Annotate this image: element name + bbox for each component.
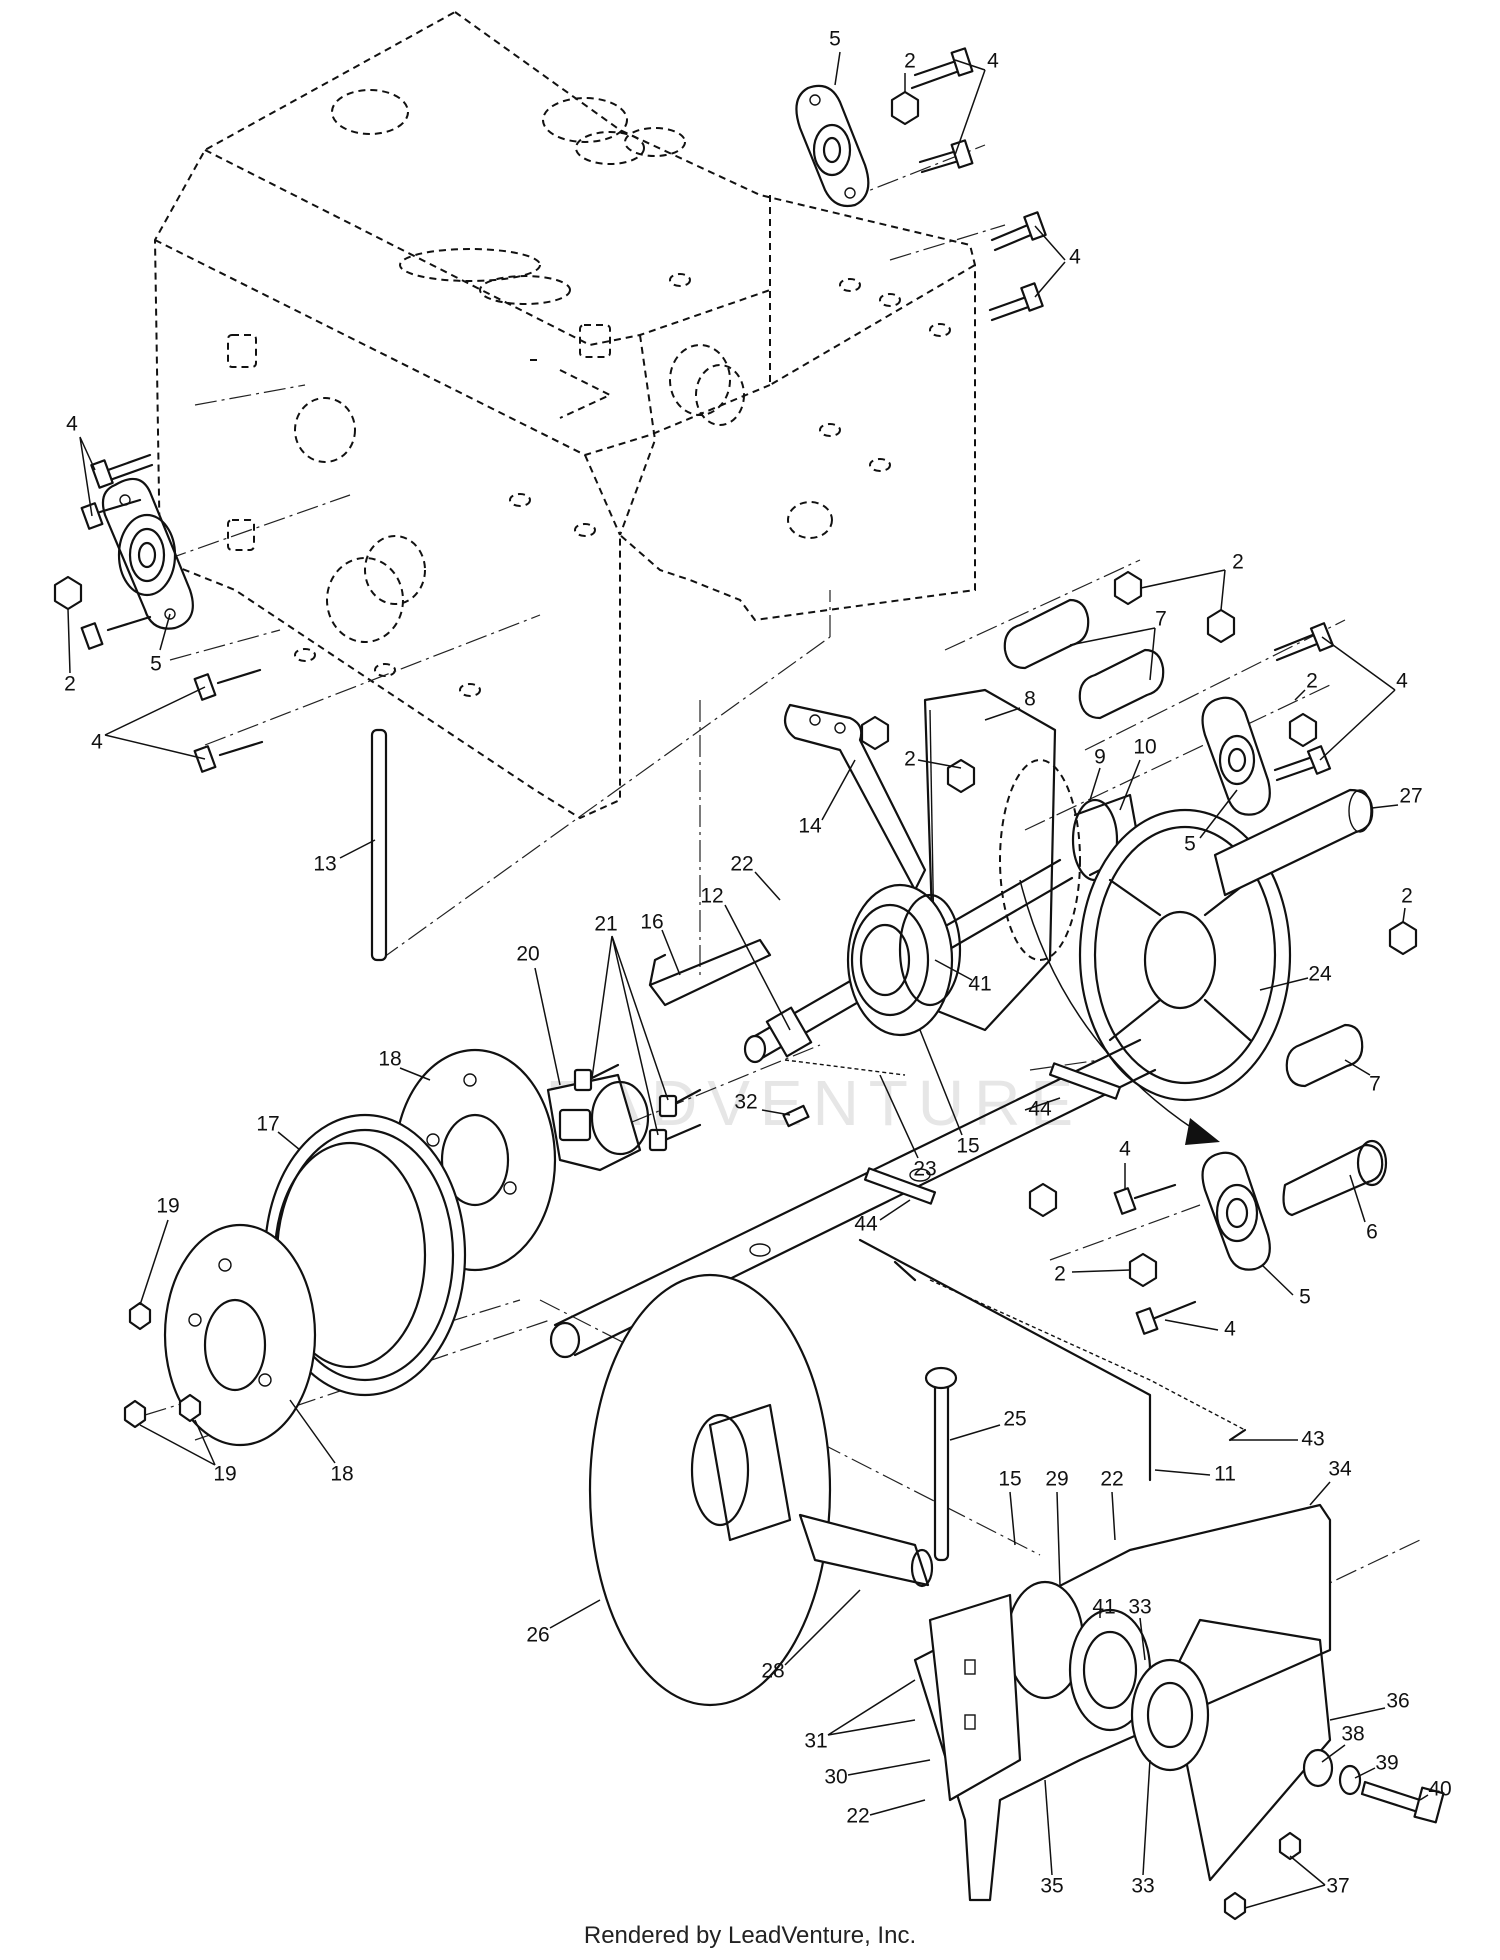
callout-9: 9 (1094, 746, 1106, 769)
sprocket-9 (999, 759, 1081, 961)
hex-nuts (53, 90, 1418, 1288)
callout-18: 18 (330, 1463, 353, 1486)
spring-43 (929, 1279, 1247, 1442)
callout-2: 2 (1306, 670, 1318, 693)
shift-arm (783, 703, 927, 892)
callout-2: 2 (904, 50, 916, 73)
bearing-flange-left (101, 477, 194, 630)
callout-14: 14 (798, 815, 822, 838)
callout-2: 2 (1401, 885, 1413, 908)
callout-37: 37 (1326, 1875, 1349, 1898)
callout-25: 25 (1003, 1408, 1026, 1431)
bearing-flange-top (795, 84, 870, 208)
callout-20: 20 (516, 943, 539, 966)
callout-34: 34 (1328, 1458, 1352, 1481)
callout-19: 19 (213, 1463, 236, 1486)
bracket-16 (648, 938, 772, 1007)
callout-31: 31 (804, 1730, 827, 1753)
pin-13 (370, 728, 388, 962)
callout-41: 41 (968, 973, 991, 996)
bearing-housing-20 (546, 1073, 650, 1172)
callout-7: 7 (1155, 608, 1167, 631)
callout-13: 13 (313, 853, 336, 876)
callout-8: 8 (1024, 688, 1036, 711)
callout-22: 22 (730, 853, 753, 876)
callout-2: 2 (904, 748, 916, 771)
callout-24: 24 (1308, 963, 1332, 986)
pin-25 (924, 1366, 958, 1562)
callout-32: 32 (734, 1091, 757, 1114)
callout-30: 30 (824, 1766, 847, 1789)
callout-17: 17 (256, 1113, 279, 1136)
nuts-19 (123, 1301, 202, 1429)
callout-44: 44 (1028, 1098, 1052, 1121)
callout-22: 22 (846, 1805, 869, 1828)
spring-23 (784, 1059, 906, 1076)
control-rod-11 (858, 1238, 1152, 1482)
callout-4: 4 (1396, 670, 1408, 693)
drive-hub-28 (798, 1513, 934, 1588)
callout-4: 4 (91, 731, 103, 754)
callout-44: 44 (854, 1213, 878, 1236)
callout-4: 4 (1224, 1318, 1236, 1341)
spacers (1003, 598, 1364, 1088)
screws-21 (573, 1063, 702, 1152)
callout-19: 19 (156, 1195, 179, 1218)
callout-22: 22 (1100, 1468, 1123, 1491)
callout-10: 10 (1133, 736, 1156, 759)
callout-leaders (67, 51, 1429, 1909)
callout-5: 5 (150, 653, 162, 676)
callout-23: 23 (913, 1158, 936, 1181)
friction-disc-26 (588, 1273, 832, 1707)
callout-6: 6 (1366, 1221, 1378, 1244)
bearing-29-and-pulley-33 (1005, 1580, 1210, 1772)
auger-housing-phantom (153, 10, 976, 820)
callout-18: 18 (378, 1048, 401, 1071)
callout-16: 16 (640, 911, 663, 934)
keys-32-44 (782, 1062, 1122, 1205)
arrow-to-flange (1019, 879, 1220, 1145)
callout-26: 26 (526, 1624, 549, 1647)
footer-credit: Rendered by LeadVenture, Inc. (583, 1922, 917, 1949)
friction-wheel-hub-15 (846, 883, 962, 1037)
callout-2: 2 (64, 673, 76, 696)
callout-5: 5 (1299, 1286, 1311, 1309)
callout-27: 27 (1399, 785, 1422, 808)
callout-15: 15 (998, 1468, 1021, 1491)
bearing-flange-right-lower (1201, 1151, 1271, 1271)
callout-21: 21 (594, 913, 617, 936)
callout-11: 11 (1214, 1463, 1236, 1486)
bracket-30 (928, 1593, 1022, 1802)
plate-18-lower (163, 1223, 317, 1447)
callout-12: 12 (700, 885, 723, 908)
callout-2: 2 (1054, 1263, 1066, 1286)
callout-5: 5 (1184, 833, 1196, 856)
callout-5: 5 (829, 28, 841, 51)
callout-15: 15 (956, 1135, 979, 1158)
gear-shaft-27 (1213, 788, 1374, 897)
callout-39: 39 (1375, 1752, 1398, 1775)
callout-28: 28 (761, 1660, 784, 1683)
callout-36: 36 (1386, 1690, 1409, 1713)
callout-38: 38 (1341, 1723, 1364, 1746)
nuts-37 (1223, 1831, 1302, 1921)
callout-29: 29 (1045, 1468, 1068, 1491)
callout-41: 41 (1092, 1596, 1115, 1619)
bearing-flange-right-upper (1201, 696, 1271, 816)
callout-7: 7 (1369, 1073, 1381, 1096)
callout-4: 4 (1069, 246, 1081, 269)
callout-40: 40 (1428, 1778, 1451, 1801)
callout-2: 2 (1232, 551, 1244, 574)
callout-33: 33 (1128, 1596, 1151, 1619)
callout-4: 4 (66, 413, 78, 436)
shaft-6 (1282, 1139, 1388, 1217)
callout-43: 43 (1301, 1428, 1324, 1451)
callout-4: 4 (1119, 1138, 1131, 1161)
callout-4: 4 (987, 50, 999, 73)
callout-35: 35 (1040, 1875, 1063, 1898)
callout-33: 33 (1131, 1875, 1154, 1898)
washers-bolt-38-39-40 (1302, 1748, 1445, 1824)
